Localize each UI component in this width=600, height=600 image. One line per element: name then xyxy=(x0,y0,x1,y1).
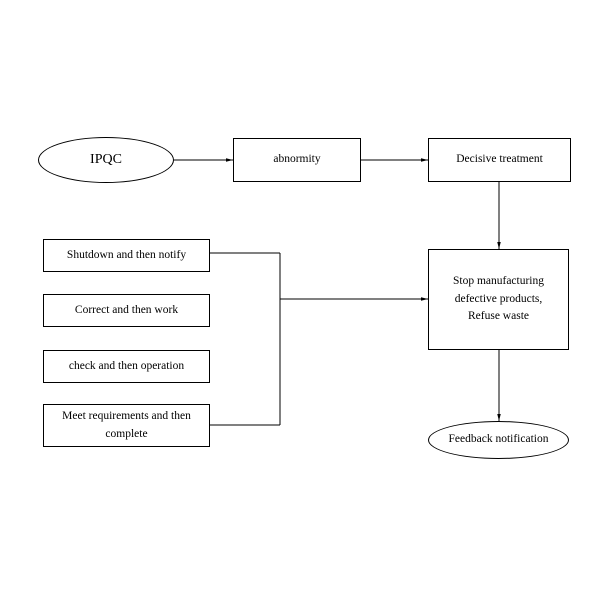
ipqc-node: IPQC xyxy=(38,137,174,183)
stop-manufacturing-node: Stop manufacturing defective products, R… xyxy=(428,249,569,350)
decisive-treatment-node: Decisive treatment xyxy=(428,138,571,182)
correct-box: Correct and then work xyxy=(43,294,210,327)
shutdown-box: Shutdown and then notify xyxy=(43,239,210,272)
abnormity-node: abnormity xyxy=(233,138,361,182)
feedback-notification-node: Feedback notification xyxy=(428,421,569,459)
meet-requirements-box: Meet requirements and then complete xyxy=(43,404,210,447)
check-box: check and then operation xyxy=(43,350,210,383)
